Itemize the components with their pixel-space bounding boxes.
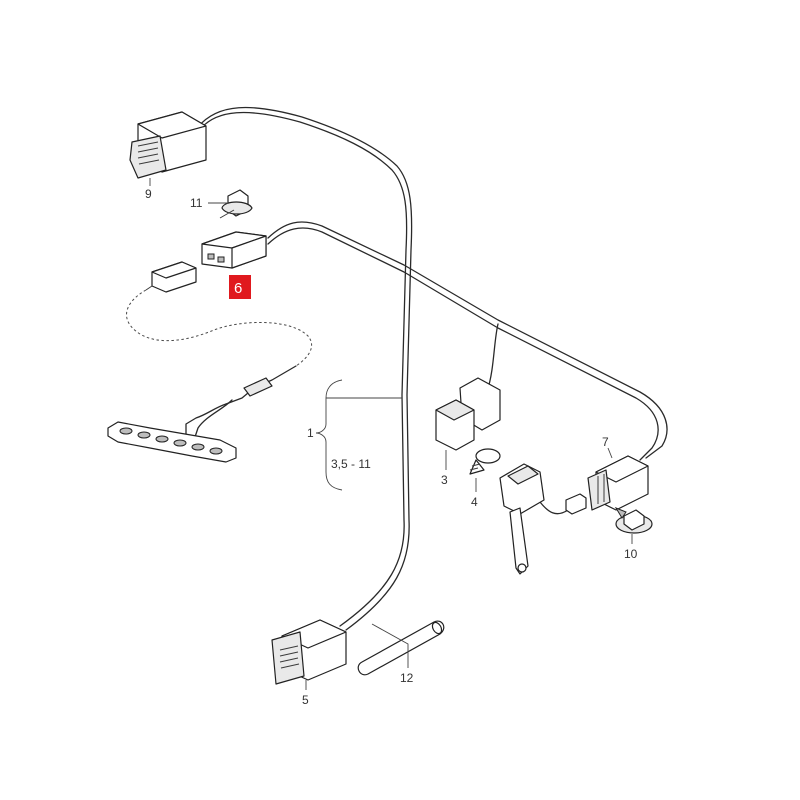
bracket-3 — [435, 377, 501, 470]
seat-belt-buckle — [499, 463, 587, 575]
callout-1-range: 3,5 - 11 — [331, 457, 371, 471]
connector-9 — [129, 111, 207, 186]
callout-1: 1 — [307, 426, 314, 440]
callout-6-highlight[interactable]: 6 — [229, 275, 251, 299]
tube-12 — [357, 620, 445, 676]
clip-10 — [614, 506, 653, 544]
callout-6: 6 — [234, 280, 242, 297]
sensor-pads — [119, 427, 223, 455]
screw-4 — [469, 448, 501, 492]
wire-to-connector-7 — [267, 221, 668, 459]
callout-5: 5 — [302, 693, 309, 707]
wire-to-connector-7-second — [267, 227, 659, 461]
callout-3: 3 — [441, 473, 448, 487]
wire-trunk-second — [197, 106, 413, 631]
connector-7 — [587, 447, 649, 511]
callout-11: 11 — [190, 196, 203, 210]
callout-10: 10 — [624, 547, 638, 561]
wire-to-buckle — [539, 501, 569, 515]
wire-trunk — [197, 111, 408, 627]
mating-plug — [145, 261, 197, 293]
connector-6 — [201, 231, 267, 269]
dashed-wire-loop — [126, 289, 313, 367]
seat-sensor-mat — [107, 365, 297, 463]
callout-4: 4 — [471, 495, 478, 509]
callout-12: 12 — [400, 671, 414, 685]
callout-1-brace — [315, 379, 402, 491]
harness-wires — [197, 106, 668, 631]
callout-7: 7 — [602, 435, 609, 449]
clip-11 — [208, 189, 253, 219]
callout-9: 9 — [145, 187, 152, 201]
connector-5 — [271, 619, 347, 690]
callout-labels: 9 11 1 3,5 - 11 3 4 7 10 5 12 6 — [145, 187, 638, 707]
